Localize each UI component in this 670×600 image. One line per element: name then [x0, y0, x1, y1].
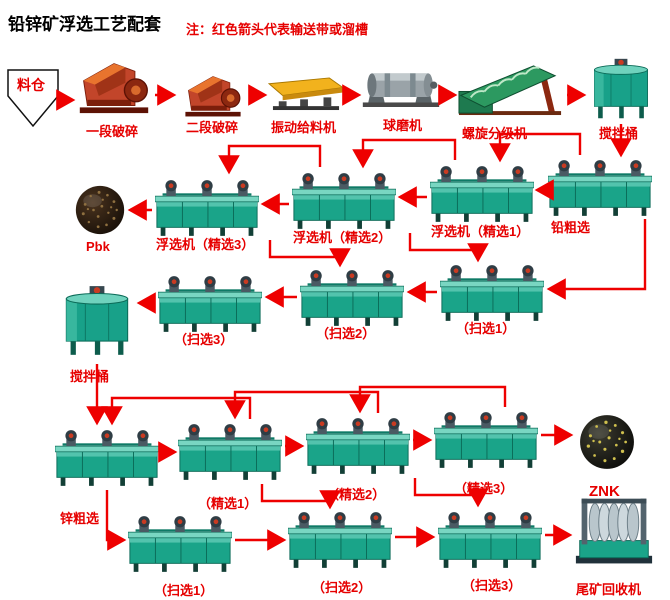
lead-cleaner2-machine [292, 172, 396, 230]
arrow-rougher-to-scav1 [546, 219, 647, 300]
vibrating-feeder-illustration [268, 77, 344, 111]
arrow-zcleaner2-to-zscav3 [413, 478, 489, 508]
label-zinc-cleaner2: （精选2） [326, 487, 385, 502]
arrow-zrougher-to-zscav1 [105, 490, 127, 551]
zinc-rougher-machine [55, 429, 159, 487]
zinc-cleaner1-machine [178, 423, 282, 481]
label-lead-cleaner3: 浮选机（精选3） [156, 237, 254, 252]
lead-scav1-machine [440, 264, 544, 322]
mixing-tank-left-illustration [65, 285, 129, 356]
arrow-recycle-zcleaner1-to-rougher [101, 396, 252, 426]
label-zinc-concentrate: ZNK [589, 483, 620, 500]
arrow-zcleaner1-to-zscav2 [260, 484, 341, 510]
label-zinc-cleaner3: （精选3） [454, 481, 513, 496]
feed-bin-shape [7, 69, 59, 128]
label-zinc-cleaner1: （精选1） [198, 496, 257, 511]
label-lead-scav1: （扫选1） [456, 321, 515, 336]
arrow-recycle-zcleaner2-to-zcleaner1 [224, 390, 380, 420]
arrow-cleaner3-to-scav2 [268, 240, 351, 268]
lead-cleaner1-machine [430, 165, 534, 223]
label-secondary-crushing: 二段破碎 [186, 120, 238, 135]
label-primary-crushing: 一段破碎 [86, 124, 138, 139]
label-spiral-classifier: 螺旋分级机 [462, 126, 527, 141]
arrow-recycle-rougher-to-cleaner1 [489, 132, 582, 163]
label-lead-cleaner1: 浮选机（精选1） [431, 224, 529, 239]
label-zinc-scav1: （扫选1） [154, 583, 213, 598]
lead-cleaner3-machine [155, 179, 259, 237]
label-ball-mill: 球磨机 [383, 118, 422, 133]
legend-note: 注：红色箭头代表输送带或溜槽 [186, 22, 368, 37]
tailings-recovery-illustration [575, 498, 653, 564]
zinc-cleaner3-machine [434, 411, 538, 469]
label-zinc-scav3: （扫选3） [462, 578, 521, 593]
lead-rougher-machine [548, 159, 652, 217]
spiral-classifier-illustration [457, 64, 563, 117]
label-zinc-rougher: 锌粗选 [60, 511, 99, 526]
page-title: 铅锌矿浮选工艺配套 [8, 14, 162, 34]
zinc-cleaner2-machine [306, 417, 410, 475]
lead-scav2-machine [300, 269, 404, 327]
label-tailings-recovery: 尾矿回收机 [576, 582, 641, 597]
label-mixing-tank-top: 搅拌桶 [599, 126, 638, 141]
label-lead-scav3: （扫选3） [174, 332, 233, 347]
label-lead-cleaner2: 浮选机（精选2） [293, 230, 391, 245]
zinc-scav2-machine [288, 511, 392, 569]
zinc-concentrate-illustration [580, 415, 634, 469]
zinc-scav3-machine [438, 511, 542, 569]
mixing-tank-top-illustration [594, 58, 648, 119]
arrow-recycle-cleaner1-to-cleaner2 [352, 138, 457, 169]
label-vibrating-feeder: 振动给料机 [271, 120, 336, 135]
label-zinc-scav2: （扫选2） [312, 580, 371, 595]
label-feed-bin: 料仓 [17, 77, 46, 93]
zinc-scav1-machine [128, 515, 232, 573]
lead-scav3-machine [158, 275, 262, 333]
label-lead-rougher: 铅粗选 [551, 220, 590, 235]
lead-concentrate-illustration [75, 185, 125, 235]
arrow-recycle-cleaner2-to-cleaner3 [218, 144, 322, 175]
label-lead-scav2: （扫选2） [316, 326, 375, 341]
ball-mill-illustration [362, 73, 440, 107]
arrow-cleaner2-to-scav1 [408, 233, 489, 263]
label-lead-concentrate: Pbk [86, 239, 111, 254]
arrow-recycle-zcleaner3-to-zcleaner2 [349, 385, 507, 414]
jaw-crusher-1-illustration [79, 62, 149, 114]
label-mixing-tank-left: 搅拌桶 [70, 369, 109, 384]
jaw-crusher-2-illustration [184, 75, 242, 118]
